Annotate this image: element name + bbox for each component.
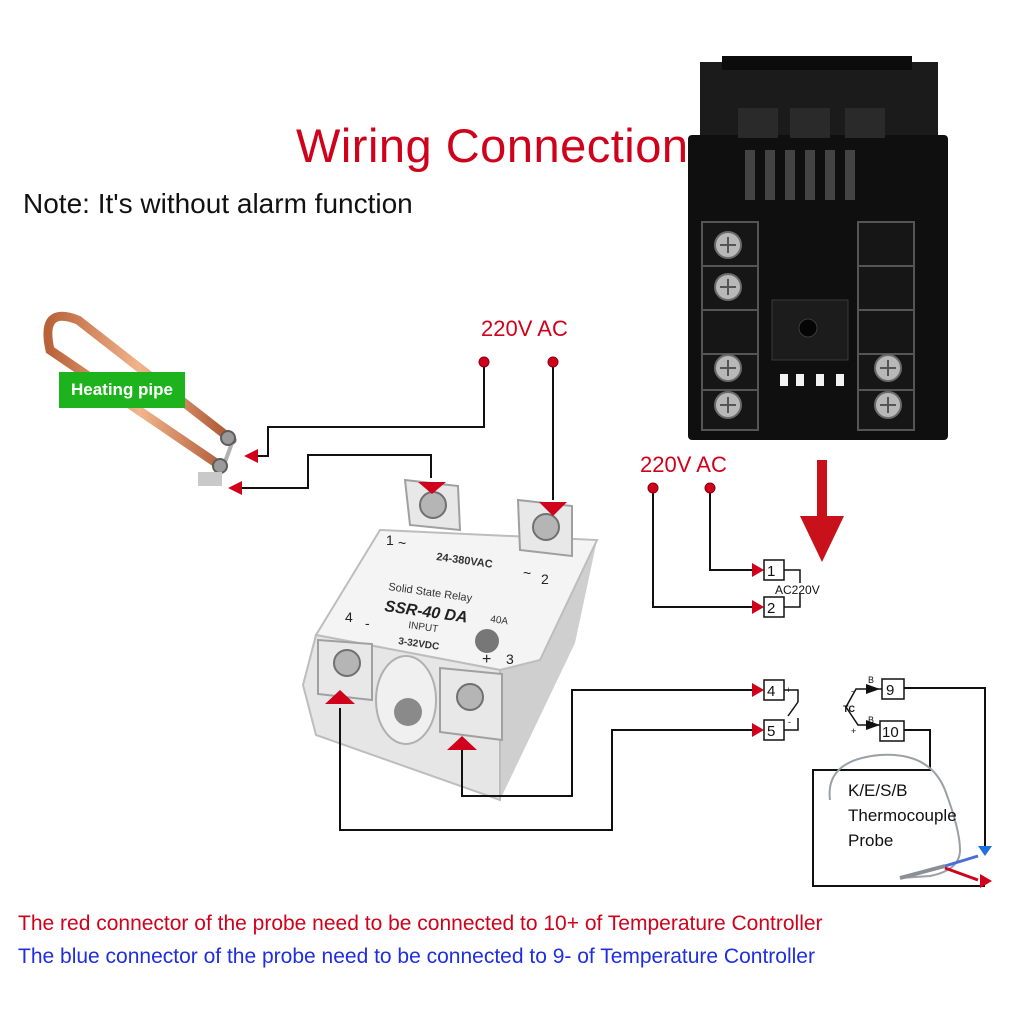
svg-text:-: - (788, 717, 791, 727)
controller-terminal-4: 4 (767, 683, 775, 700)
probe-suffix-label: Probe (848, 831, 893, 850)
controller-terminal-9: 9 (886, 682, 894, 699)
controller-vents (745, 150, 855, 200)
blue-arrowhead (978, 846, 992, 856)
svg-text:+: + (786, 685, 791, 695)
controller-terminal-2: 2 (767, 600, 775, 617)
heating-pipe-image (43, 311, 237, 486)
red-connector-note: The red connector of the probe need to b… (18, 912, 823, 935)
ssr-current-label: 40A (490, 614, 509, 627)
supply-voltage-label-top: 220V AC (481, 316, 568, 341)
svg-text:+: + (482, 651, 491, 668)
blue-connector-note: The blue connector of the probe need to … (18, 945, 815, 968)
page-title: Wiring Connection (296, 119, 689, 172)
solid-state-relay: 24-380VAC Solid State Relay SSR-40 DA 40… (301, 478, 599, 802)
probe-type-label: K/E/S/B (848, 781, 908, 800)
svg-text:-: - (365, 615, 370, 631)
arrow-down-icon (800, 460, 844, 562)
alarm-note: Note: It's without alarm function (23, 188, 413, 219)
thermocouple-probe-image: K/E/S/B Thermocouple Probe (828, 753, 979, 882)
controller-screws (714, 231, 902, 419)
ssr-terminal-4: 4 (345, 609, 353, 625)
ssr-input-label: INPUT (408, 620, 439, 635)
b-label-bottom: B (868, 715, 874, 725)
wires (236, 362, 986, 887)
b-label-top: B (868, 675, 874, 685)
svg-text:~: ~ (523, 565, 531, 581)
red-arrowheads (228, 449, 992, 888)
svg-text:+: + (851, 726, 856, 736)
probe-name-label: Thermocouple (848, 806, 957, 825)
controller-terminal-1: 1 (767, 563, 775, 580)
controller-terminal-5: 5 (767, 723, 775, 740)
heating-pipe-label: Heating pipe (59, 372, 185, 408)
ssr-terminal-1: 1 (386, 532, 394, 548)
controller-terminal-boxes (763, 559, 905, 742)
ssr-terminal-3: 3 (506, 651, 514, 667)
ssr-terminal-2: 2 (541, 571, 549, 587)
svg-text:~: ~ (398, 535, 406, 551)
controller-terminal-10: 10 (882, 724, 899, 741)
supply-terminal-dots (478, 356, 716, 494)
svg-text:-: - (851, 686, 854, 696)
ac220v-label: AC220V (775, 583, 820, 597)
tc-label: TC (843, 704, 855, 714)
temperature-controller (688, 56, 948, 440)
supply-voltage-label-controller: 220V AC (640, 452, 727, 477)
